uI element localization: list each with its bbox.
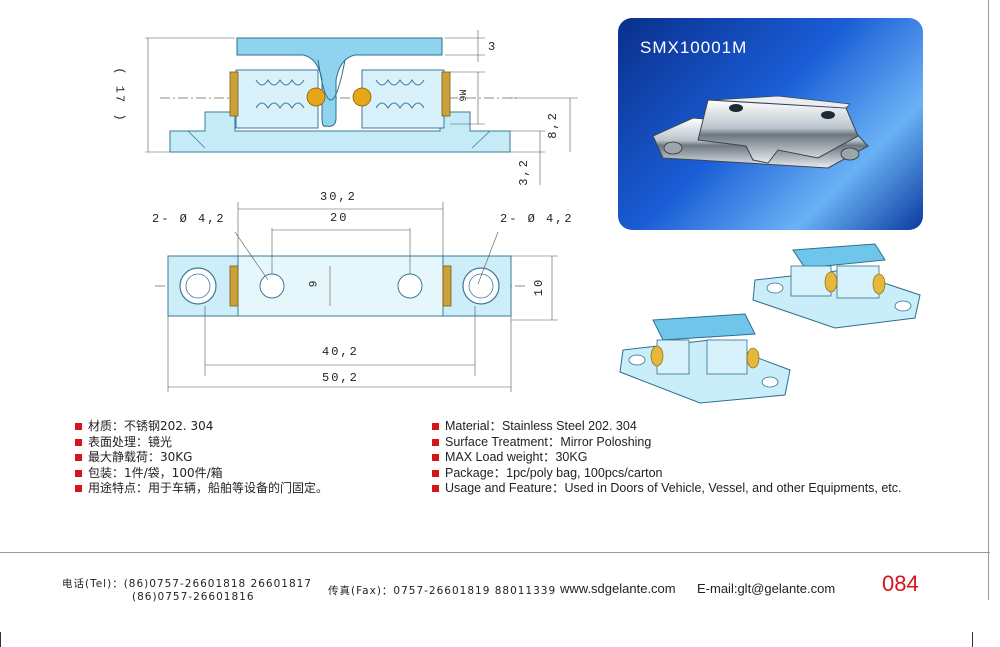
bullet-icon bbox=[432, 454, 439, 462]
bullet-icon bbox=[432, 423, 439, 431]
dim-40-2: 40,2 bbox=[322, 345, 359, 359]
chrome-latch-image bbox=[652, 95, 869, 169]
dim-3: 3 bbox=[488, 40, 496, 54]
blue-latch-render-1 bbox=[752, 243, 921, 329]
spec-cn-surface: 表面处理：镜光 bbox=[88, 434, 173, 449]
bullet-icon bbox=[75, 438, 82, 446]
bullet-icon bbox=[432, 469, 439, 477]
tel-line-2: (86)0757-26601816 bbox=[132, 591, 255, 603]
website-link[interactable]: www.sdgelante.com bbox=[560, 581, 676, 596]
spec-en-row: Material：Stainless Steel 202. 304 bbox=[432, 419, 952, 435]
bullet-icon bbox=[75, 454, 82, 462]
bullet-icon bbox=[75, 423, 82, 431]
dim-hole-right: 2- Ø 4,2 bbox=[500, 212, 574, 226]
footer-divider bbox=[0, 552, 990, 553]
contact-tel: 电话(Tel)：(86)0757-26601818 26601817 (86)0… bbox=[62, 576, 312, 603]
spec-en-row: Surface Treatment：Mirror Poloshing bbox=[432, 435, 952, 451]
bullet-icon bbox=[432, 438, 439, 446]
product-photo: SMX10001M bbox=[618, 18, 923, 230]
spec-en-row: Package：1pc/poly bag, 100pcs/carton bbox=[432, 466, 952, 482]
side-view-svg bbox=[145, 30, 578, 185]
dim-8-2: 8,2 bbox=[545, 111, 560, 139]
bullet-icon bbox=[432, 485, 439, 493]
dim-10: 10 bbox=[532, 277, 547, 297]
top-view-svg bbox=[155, 202, 558, 392]
product-model-title: SMX10001M bbox=[640, 38, 748, 57]
bullet-icon bbox=[75, 469, 82, 477]
page-number: 084 bbox=[882, 571, 919, 596]
spec-cn-row: 用途特点：用于车辆，船舶等设备的门固定。 bbox=[75, 481, 415, 497]
spec-en-row: Usage and Feature：Used in Doors of Vehic… bbox=[432, 481, 952, 497]
specs-english: Material：Stainless Steel 202. 304 Surfac… bbox=[432, 419, 952, 497]
contact-fax: 传真(Fax)：0757-26601819 88011339 bbox=[328, 585, 557, 597]
top-view-drawing: 30,2 20 2- Ø 4,2 2- Ø 4,2 9 10 40,2 50,2 bbox=[0, 180, 600, 400]
spec-en-material: Material：Stainless Steel 202. 304 bbox=[445, 419, 637, 433]
spec-cn-row: 表面处理：镜光 bbox=[75, 435, 415, 451]
spec-en-usage: Usage and Feature：Used in Doors of Vehic… bbox=[445, 481, 902, 495]
dim-9: 9 bbox=[308, 280, 321, 288]
blue-latch-render-2 bbox=[619, 313, 791, 404]
email-link[interactable]: E-mail:glt@gelante.com bbox=[697, 581, 836, 596]
tel-line-1: 电话(Tel)：(86)0757-26601818 26601817 bbox=[62, 578, 312, 590]
spec-cn-row: 包装：1件/袋，100件/箱 bbox=[75, 466, 415, 482]
dim-30-2: 30,2 bbox=[320, 190, 357, 204]
spec-en-load: MAX Load weight：30KG bbox=[445, 450, 588, 464]
crop-mark-right bbox=[972, 632, 973, 647]
specs-chinese: 材质：不锈钢202. 304 表面处理：镜光 最大静载荷：30KG 包装：1件/… bbox=[75, 419, 415, 497]
spec-en-row: MAX Load weight：30KG bbox=[432, 450, 952, 466]
dim-17: ( 17 ) bbox=[112, 67, 127, 123]
crop-mark-left bbox=[0, 632, 1, 647]
render-latch-lower bbox=[615, 310, 795, 405]
spec-en-package: Package：1pc/poly bag, 100pcs/carton bbox=[445, 465, 663, 480]
spec-cn-package: 包装：1件/袋，100件/箱 bbox=[88, 465, 223, 480]
bullet-icon bbox=[75, 485, 82, 493]
spec-cn-row: 最大静载荷：30KG bbox=[75, 450, 415, 466]
spec-en-surface: Surface Treatment：Mirror Poloshing bbox=[445, 434, 652, 449]
dim-50-2: 50,2 bbox=[322, 371, 359, 385]
dim-m6: M6 bbox=[455, 89, 467, 102]
spec-cn-material: 材质：不锈钢202. 304 bbox=[88, 419, 214, 433]
crop-mark-edge bbox=[988, 0, 989, 600]
dim-hole-left: 2- Ø 4,2 bbox=[152, 212, 226, 226]
dim-20: 20 bbox=[330, 211, 349, 225]
spec-cn-row: 材质：不锈钢202. 304 bbox=[75, 419, 415, 435]
side-view-drawing: 3 ( 17 ) M6 8,2 3,2 bbox=[0, 0, 600, 200]
spec-cn-usage: 用途特点：用于车辆，船舶等设备的门固定。 bbox=[88, 481, 329, 495]
spec-cn-load: 最大静载荷：30KG bbox=[88, 450, 193, 464]
render-latch-upper bbox=[745, 240, 925, 330]
